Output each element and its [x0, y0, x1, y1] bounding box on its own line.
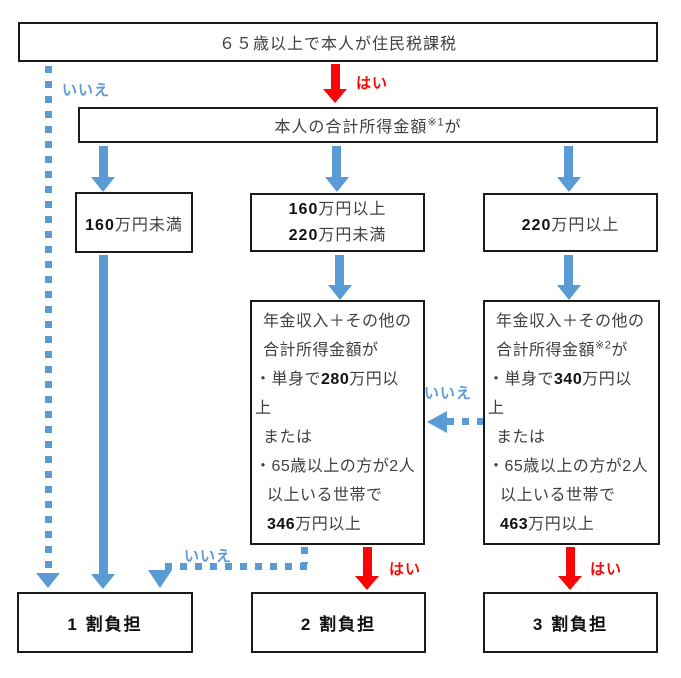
label-no-left: いいえ — [62, 82, 111, 99]
node-start-condition: ６５歳以上で本人が住民税課税 — [18, 22, 658, 62]
node-right-detail: 年金収入＋その他の 合計所得金額※2が ・単身で340万円以 上 または ・65… — [483, 300, 660, 545]
right-detail-line-5: または — [496, 429, 546, 446]
arrowhead-mid-to-detail-icon — [328, 285, 352, 300]
arrow-right-to-detail-line — [564, 255, 573, 287]
arrowhead-branch-left-icon — [91, 177, 115, 192]
arrow-branch-left-line — [99, 146, 108, 179]
node-over-220: 220万円以上 — [483, 193, 658, 252]
arrow-yes-mid-line — [363, 547, 372, 577]
right-detail-line-1: 年金収入＋その他の — [496, 313, 645, 330]
arrow-yes-top-line — [331, 64, 340, 91]
arrow-mid-to-detail-line — [335, 255, 344, 287]
right-detail-line-2: 合計所得金額※2が — [496, 339, 628, 359]
result3-label: 3 割負担 — [532, 615, 609, 634]
node-over-220-label: 220万円以上 — [521, 216, 620, 234]
node-under-160: 160万円未満 — [75, 192, 193, 253]
label-no-mid-to-left: いいえ — [184, 548, 233, 565]
right-detail-line-4: 上 — [488, 400, 505, 417]
node-income-label: 本人の合計所得金額※1が — [274, 116, 462, 136]
arrowhead-no-left-icon — [36, 573, 60, 588]
node-start-label: ６５歳以上で本人が住民税課税 — [218, 36, 457, 53]
dashed-line-no-mid-horizontal — [165, 563, 308, 570]
arrow-yes-right-line — [566, 547, 575, 577]
arrowhead-yes-right-icon — [558, 576, 582, 590]
mid-detail-line-2: 合計所得金額が — [263, 342, 379, 359]
mid-detail-line-6: ・65歳以上の方が2人 — [255, 458, 416, 475]
arrowhead-yes-top-icon — [323, 89, 347, 103]
node-160-to-220: 160万円以上 220万円未満 — [250, 193, 425, 252]
node-160-to-220-line2: 220万円未満 — [288, 226, 387, 244]
arrowhead-under160-to-result1-icon — [91, 574, 115, 589]
mid-detail-line-1: 年金収入＋その他の — [263, 313, 412, 330]
arrowhead-branch-right-icon — [557, 177, 581, 192]
arrowhead-right-to-detail-icon — [557, 285, 581, 300]
label-yes-mid: はい — [389, 561, 422, 578]
node-result-20-percent: 2 割負担 — [251, 592, 426, 653]
arrowhead-branch-mid-icon — [325, 177, 349, 192]
label-yes-right: はい — [590, 561, 623, 578]
dashed-line-no-right-to-mid — [447, 418, 483, 425]
mid-detail-line-8: 346万円以上 — [267, 516, 362, 533]
result2-label: 2 割負担 — [300, 615, 377, 634]
label-yes-top: はい — [356, 75, 389, 92]
arrowhead-yes-mid-icon — [355, 576, 379, 590]
dashed-line-no-mid-vertical — [301, 547, 308, 564]
right-detail-line-7: 以上いる世帯で — [500, 487, 616, 504]
arrow-branch-right-line — [564, 146, 573, 179]
arrowhead-no-mid-to-result1-icon — [148, 570, 172, 588]
arrowhead-no-right-to-mid-icon — [427, 411, 447, 433]
result1-label: 1 割負担 — [67, 615, 143, 634]
right-detail-line-3: ・単身で340万円以 — [488, 371, 632, 388]
mid-detail-line-7: 以上いる世帯で — [267, 487, 383, 504]
node-result-30-percent: 3 割負担 — [483, 592, 658, 653]
label-no-right-to-mid: いいえ — [424, 385, 473, 402]
node-mid-detail: 年金収入＋その他の 合計所得金額が ・単身で280万円以 上 または ・65歳以… — [250, 300, 425, 545]
mid-detail-line-4: 上 — [255, 400, 272, 417]
right-detail-line-8: 463万円以上 — [500, 516, 595, 533]
mid-detail-line-5: または — [263, 429, 313, 446]
arrow-branch-mid-line — [332, 146, 341, 179]
mid-detail-line-3: ・単身で280万円以 — [255, 371, 399, 388]
node-under-160-label: 160万円未満 — [85, 216, 183, 234]
dashed-line-no-left — [45, 66, 52, 572]
arrow-under160-to-result1-line — [99, 255, 108, 576]
node-income-question: 本人の合計所得金額※1が — [78, 107, 658, 143]
node-result-10-percent: 1 割負担 — [17, 592, 193, 653]
right-detail-line-6: ・65歳以上の方が2人 — [488, 458, 649, 475]
node-160-to-220-line1: 160万円以上 — [288, 200, 387, 218]
